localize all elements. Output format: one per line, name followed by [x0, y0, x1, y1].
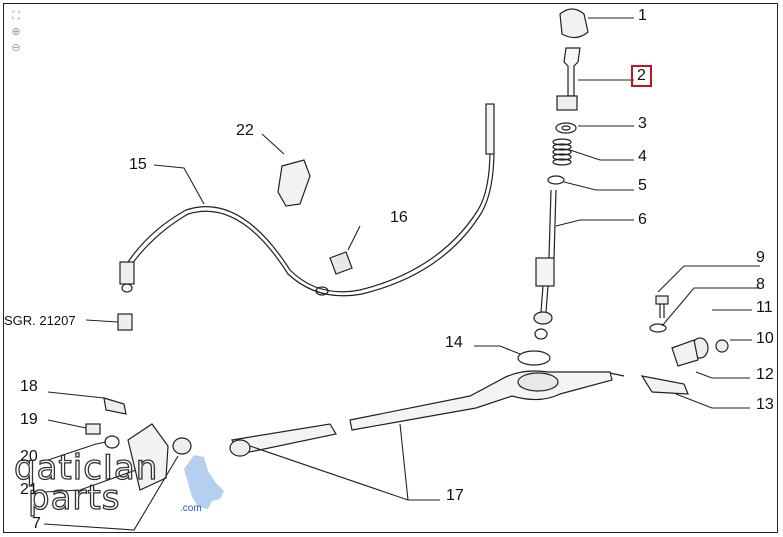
- part-3-washer: [555, 122, 577, 134]
- part-2-lever: [563, 47, 581, 97]
- part-12-bracket: [671, 339, 699, 367]
- callout-6[interactable]: 6: [638, 211, 647, 228]
- watermark-logo: qaticIan parts .com: [13, 447, 224, 519]
- sgr-fitting: [117, 313, 133, 331]
- callout-4[interactable]: 4: [638, 148, 647, 165]
- part-8-washer: [649, 323, 667, 333]
- part-9-bolt: [655, 295, 669, 305]
- part-5-washer: [547, 175, 565, 185]
- part-4-spring: [552, 138, 572, 166]
- part-6-shaft: [533, 189, 557, 340]
- part-15-cable: [127, 149, 491, 293]
- callout-2-highlighted[interactable]: 2: [631, 65, 652, 87]
- callout-8[interactable]: 8: [756, 276, 765, 293]
- watermark-line1: qaticIan: [13, 447, 159, 488]
- part-13-plate: [640, 375, 689, 395]
- callout-17[interactable]: 17: [446, 487, 464, 504]
- part-18-bolt: [103, 397, 127, 415]
- fit-icon[interactable]: ⛶: [12, 10, 20, 22]
- part-17-linkage: [229, 370, 625, 457]
- callout-18[interactable]: 18: [20, 378, 38, 395]
- callout-5[interactable]: 5: [638, 177, 647, 194]
- callout-9[interactable]: 9: [756, 249, 765, 266]
- part-20-washer: [104, 435, 120, 449]
- callout-20[interactable]: 20: [20, 448, 38, 465]
- zoom-in-icon[interactable]: ⊕: [11, 26, 21, 38]
- callout-11[interactable]: 11: [756, 299, 773, 316]
- part-1-knob: [559, 8, 589, 39]
- part-7-bush: [172, 437, 192, 455]
- callout-7[interactable]: 7: [32, 515, 41, 532]
- diagram-frame: [3, 3, 778, 533]
- part-14-ring: [517, 350, 551, 366]
- part-22-clip: [277, 159, 311, 207]
- callout-19[interactable]: 19: [20, 411, 38, 428]
- watermark-suffix: .com: [180, 503, 202, 514]
- zoom-out-icon[interactable]: ⊖: [11, 42, 21, 54]
- sgr-reference-label[interactable]: SGR. 21207: [4, 313, 76, 328]
- part-16-bush: [329, 251, 353, 275]
- zoom-toolbar: ⛶ ⊕ ⊖: [9, 9, 25, 55]
- callout-14[interactable]: 14: [445, 334, 463, 351]
- part-19-screw: [85, 423, 101, 435]
- callout-22[interactable]: 22: [236, 122, 254, 139]
- callout-1[interactable]: 1: [638, 7, 647, 24]
- callout-16[interactable]: 16: [390, 209, 408, 226]
- callout-13[interactable]: 13: [756, 396, 774, 413]
- map-silhouette-icon: [184, 455, 224, 509]
- part-10-nut: [715, 339, 729, 353]
- callout-12[interactable]: 12: [756, 366, 774, 383]
- leader-lines: [43, 17, 760, 531]
- callout-3[interactable]: 3: [638, 115, 647, 132]
- callout-21[interactable]: 21: [20, 481, 38, 498]
- callout-10[interactable]: 10: [756, 330, 774, 347]
- part-21-bracket: [127, 423, 169, 491]
- watermark-line2: parts: [27, 477, 121, 518]
- callout-15[interactable]: 15: [129, 156, 147, 173]
